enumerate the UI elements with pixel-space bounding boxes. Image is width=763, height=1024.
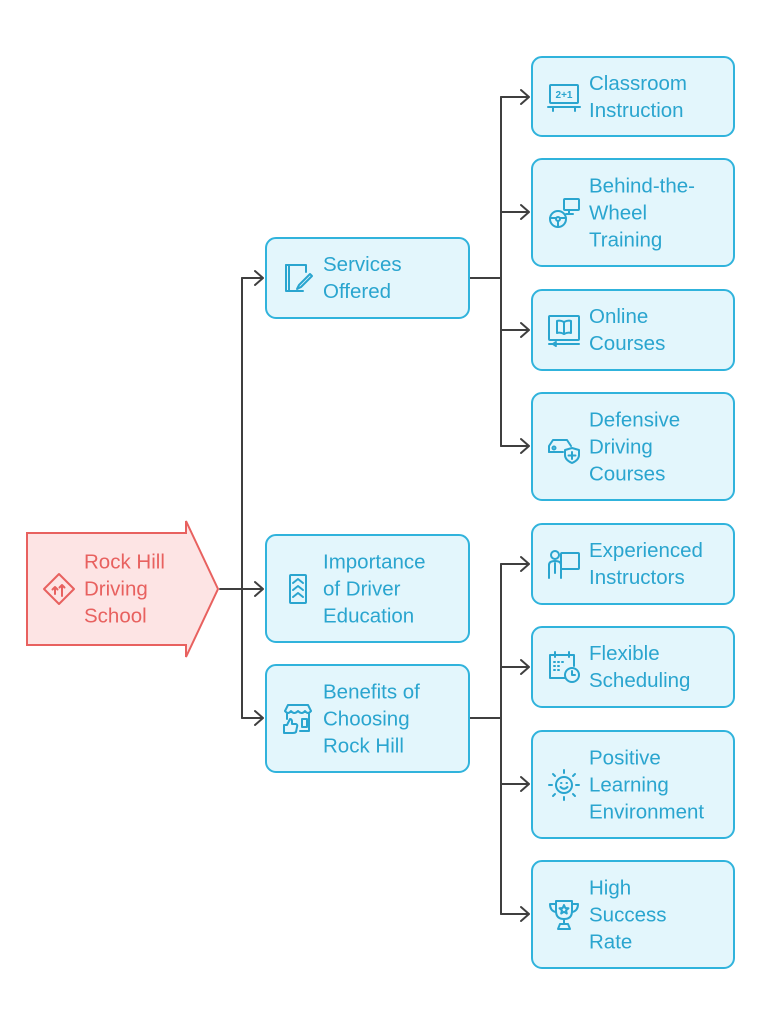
benefits-label: Benefits of Choosing Rock Hill (323, 680, 420, 757)
behind-the-wheel-training-node[interactable]: Behind-the- Wheel Training (531, 158, 735, 267)
connector-positive (500, 776, 530, 792)
car-shield-icon (545, 428, 583, 466)
steering-wheel-screen-icon (545, 194, 583, 232)
connector-online (500, 322, 530, 338)
experienced-instructors-node[interactable]: Experienced Instructors (531, 523, 735, 605)
calendar-clock-icon (545, 648, 583, 686)
smiling-sun-icon (545, 766, 583, 804)
behind-the-wheel-label: Behind-the- Wheel Training (589, 174, 695, 251)
services-offered-label: Services Offered (323, 253, 402, 303)
root-arrow-shape (26, 520, 220, 658)
connector-root-trunk (219, 277, 243, 719)
connector-experienced (500, 556, 530, 572)
connector-classroom (500, 89, 530, 105)
high-success-rate-node[interactable]: High Success Rate (531, 860, 735, 969)
positive-learning-label: Positive Learning Environment (589, 746, 705, 823)
online-book-icon (545, 311, 583, 349)
connector-success (500, 906, 530, 922)
chevrons-up-icon (279, 570, 317, 608)
flexible-scheduling-node[interactable]: Flexible Scheduling (531, 626, 735, 708)
chalkboard-icon: 2+1 (545, 78, 583, 116)
online-courses-label: Online Courses (589, 305, 666, 355)
defensive-driving-courses-node[interactable]: Defensive Driving Courses (531, 392, 735, 501)
online-courses-node[interactable]: Online Courses (531, 289, 735, 371)
high-success-rate-label: High Success Rate (589, 876, 667, 953)
connector-behind-wheel (500, 204, 530, 220)
connector-benefits-trunk (469, 563, 502, 915)
flexible-scheduling-label: Flexible Scheduling (589, 642, 691, 692)
connector-importance (241, 581, 264, 597)
root-node[interactable]: Rock Hill Driving School (26, 520, 220, 658)
store-thumbs-up-icon (279, 700, 317, 738)
connector-benefits (241, 710, 264, 726)
road-sign-icon (40, 570, 78, 608)
root-label: Rock Hill Driving School (84, 550, 165, 628)
experienced-instructors-label: Experienced Instructors (589, 539, 703, 589)
connector-flexible (500, 659, 530, 675)
importance-label: Importance of Driver Education (323, 550, 426, 627)
instructor-board-icon (545, 545, 583, 583)
connector-services-trunk (469, 96, 502, 447)
benefits-node[interactable]: Benefits of Choosing Rock Hill (265, 664, 470, 773)
defensive-driving-label: Defensive Driving Courses (589, 408, 681, 485)
trophy-star-icon (545, 896, 583, 934)
services-offered-node[interactable]: Services Offered (265, 237, 470, 319)
importance-of-driver-education-node[interactable]: Importance of Driver Education (265, 534, 470, 643)
classroom-instruction-node[interactable]: 2+1 Classroom Instruction (531, 56, 735, 137)
positive-learning-environment-node[interactable]: Positive Learning Environment (531, 730, 735, 839)
classroom-instruction-label: Classroom Instruction (589, 71, 687, 122)
notebook-pencil-icon (279, 259, 317, 297)
connector-defensive (500, 438, 530, 454)
connector-services (241, 270, 264, 286)
svg-text:2+1: 2+1 (556, 90, 573, 101)
